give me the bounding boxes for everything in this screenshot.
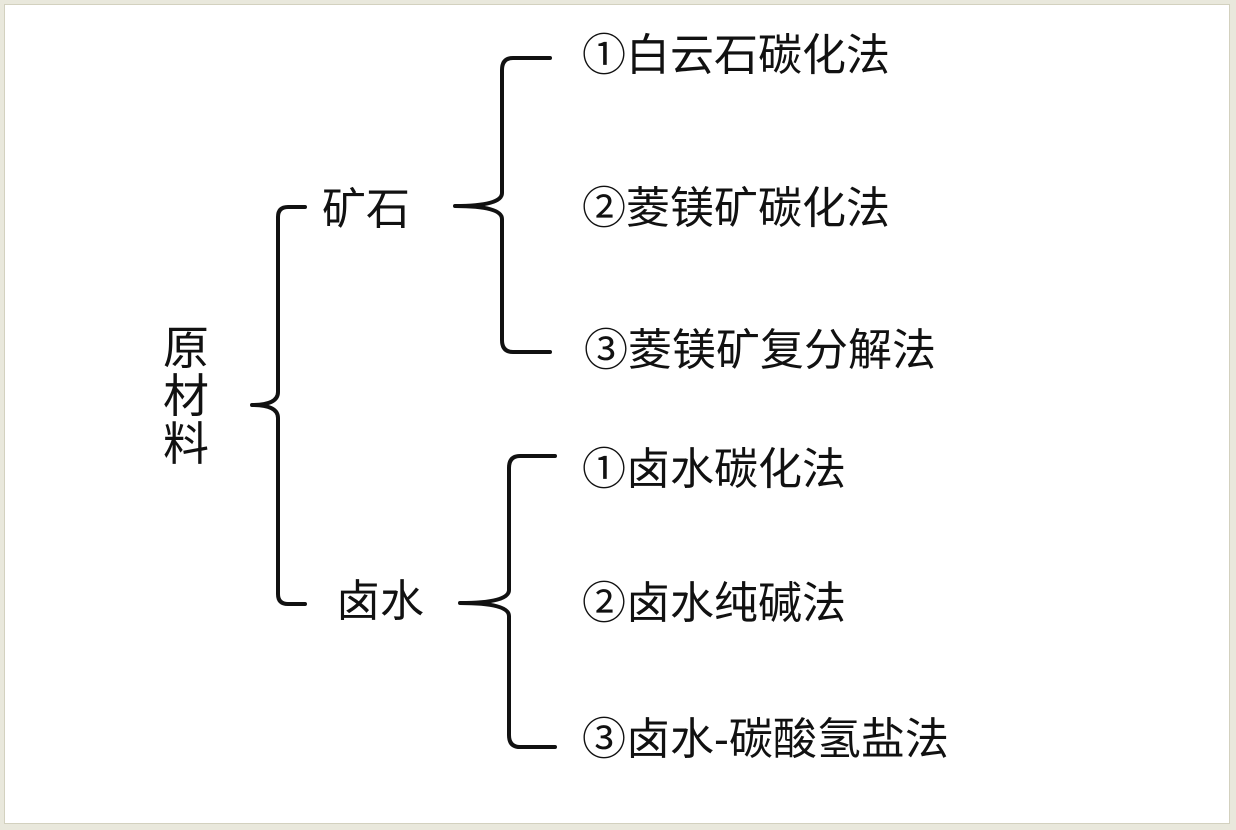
method-brine-2: ②卤水纯碱法: [582, 578, 846, 629]
ore-brace: [453, 56, 552, 354]
method-ore-2: ②菱镁矿碳化法: [582, 183, 890, 234]
method-ore-1: ①白云石碳化法: [582, 30, 890, 81]
method-ore-3: ③菱镁矿复分解法: [584, 325, 936, 376]
brine-brace: [458, 454, 557, 749]
slide-frame: [4, 4, 1230, 824]
branch-label-brine: 卤水: [336, 576, 424, 627]
root-brace: [250, 205, 307, 606]
method-brine-1: ①卤水碳化法: [582, 444, 846, 495]
root-label: 原材料: [163, 321, 209, 471]
branch-label-ore: 矿石: [322, 184, 410, 235]
method-brine-3: ③卤水-碳酸氢盐法: [582, 714, 949, 765]
